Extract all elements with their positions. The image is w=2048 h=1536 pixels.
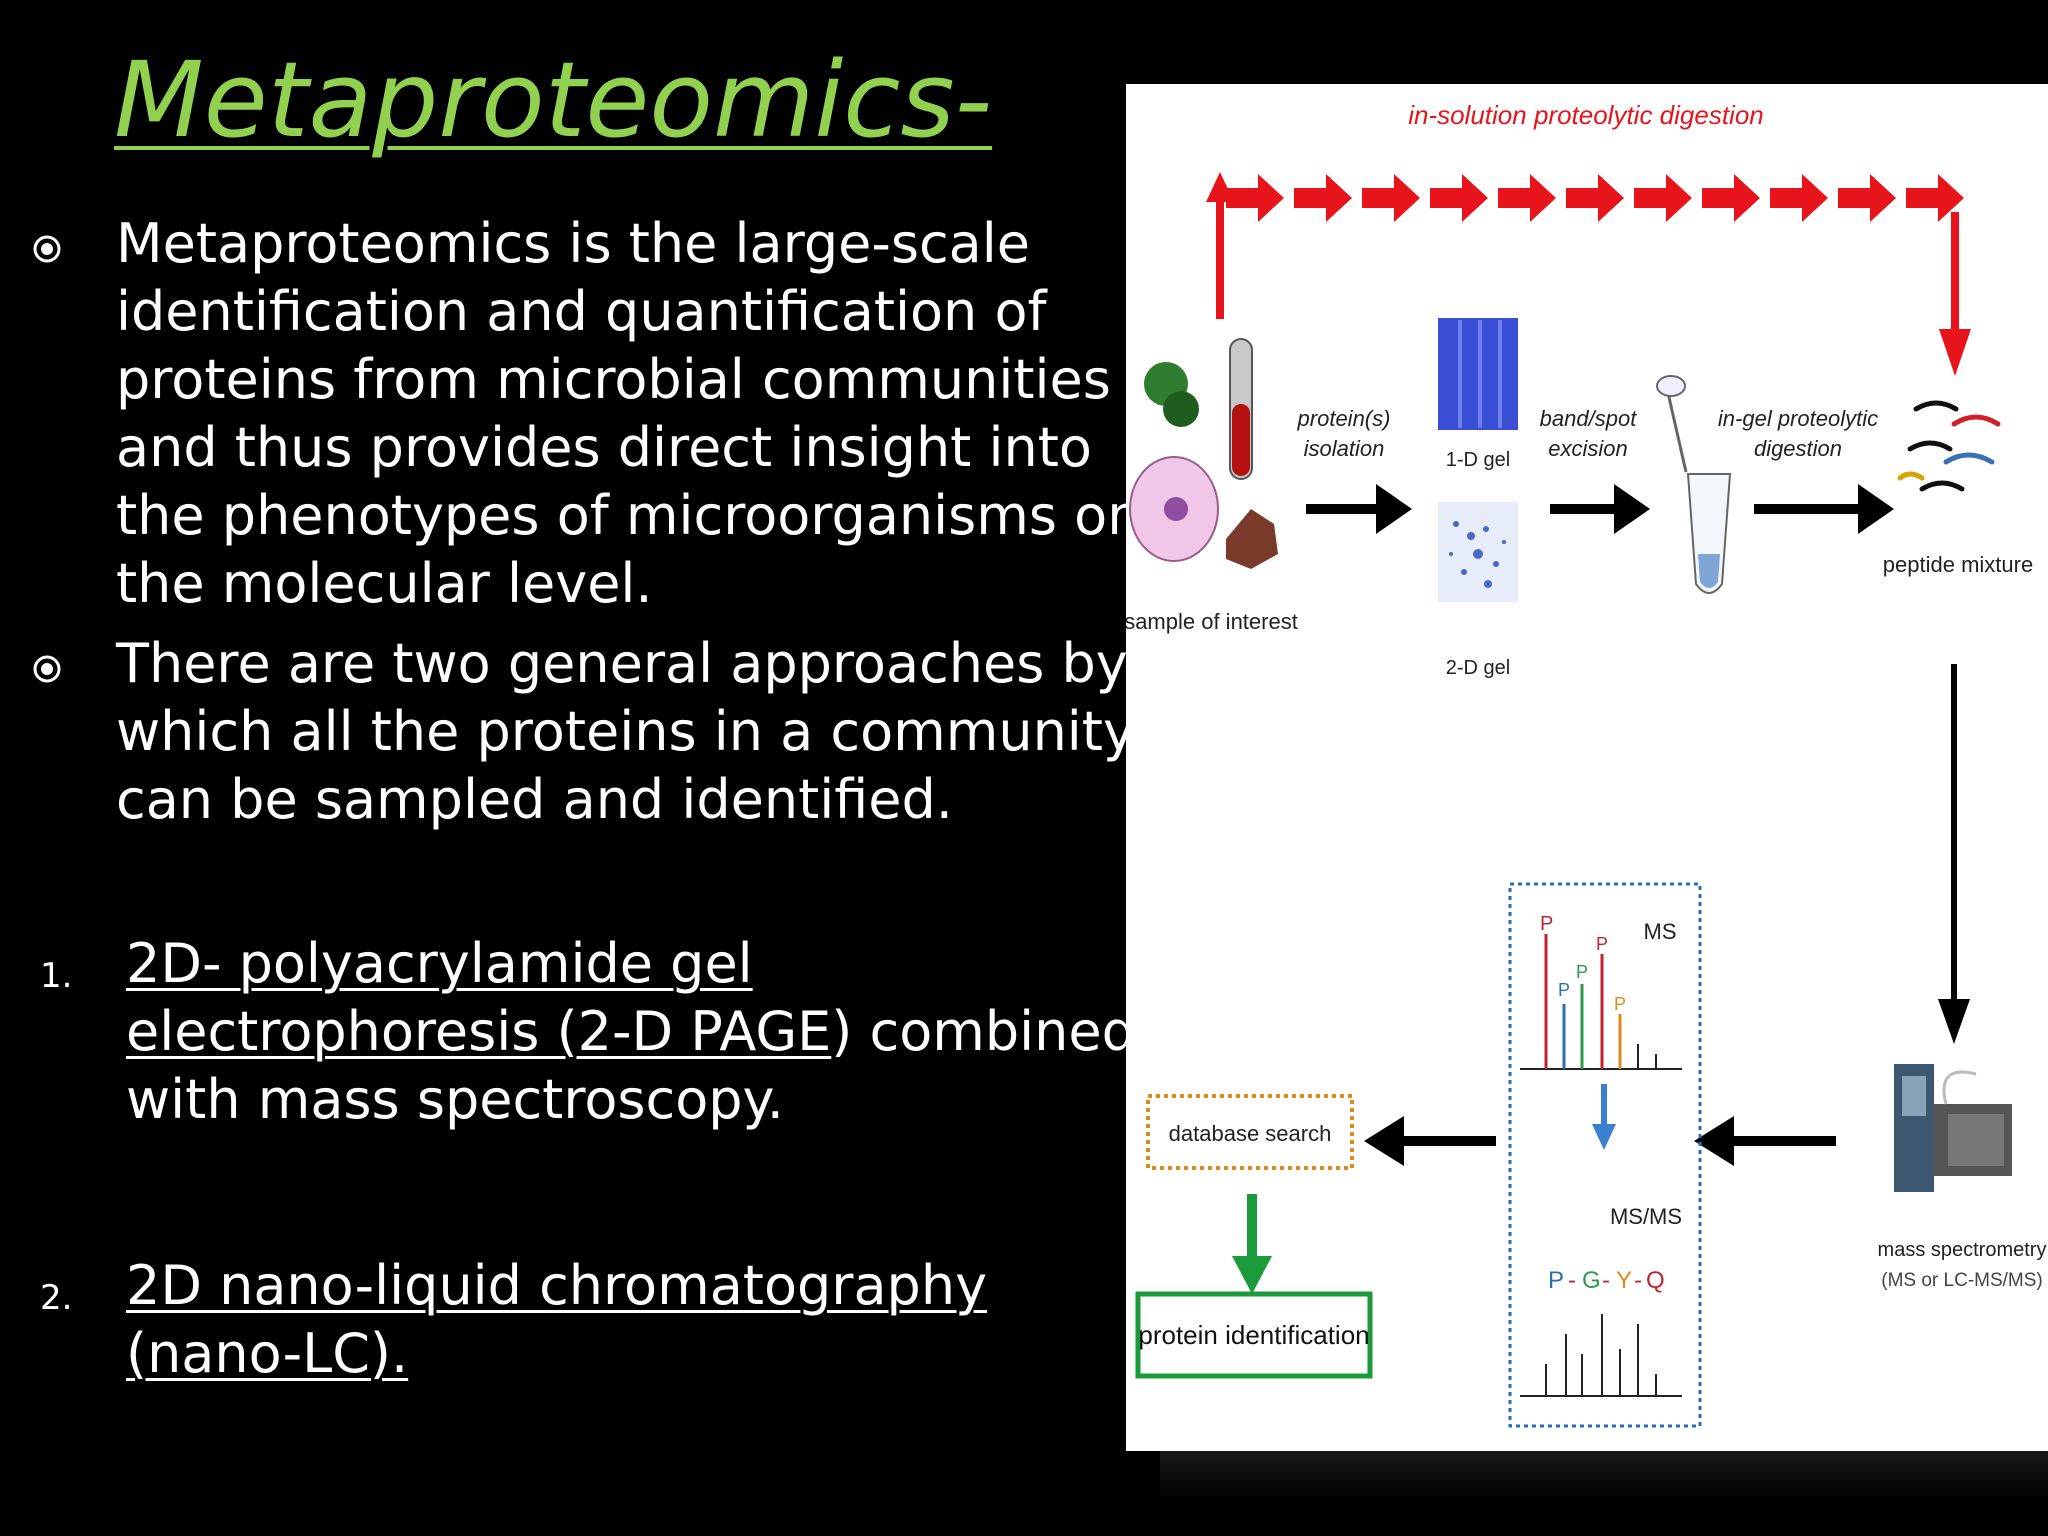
mass-spectrometer-icon: [1894, 1064, 2012, 1192]
target-bullet-icon: [33, 235, 61, 263]
excision-arrow: [1550, 484, 1650, 534]
slide-title: Metaproteomics-: [114, 39, 993, 161]
tube-icon: [1656, 375, 1732, 594]
database-search-label: database search: [1169, 1121, 1332, 1146]
tissue-icon: [1226, 509, 1278, 569]
spectrum-down-arrow: [1592, 1084, 1616, 1150]
red-arrow-chain: [1226, 174, 1964, 222]
digestion-label-line2: digestion: [1754, 436, 1842, 461]
svg-text:P: P: [1614, 994, 1626, 1014]
in-solution-digestion-label: in-solution proteolytic digestion: [1408, 100, 1764, 130]
isolation-label-line1: protein(s): [1297, 406, 1391, 431]
item-number: 1.: [40, 956, 73, 996]
svg-text:P: P: [1558, 980, 1570, 1000]
2d-gel-spots: [1449, 521, 1506, 588]
svg-text:-: -: [1568, 1267, 1576, 1294]
peptide-sequence: P - G - Y - Q: [1548, 1267, 1665, 1294]
svg-text:-: -: [1634, 1267, 1642, 1294]
2d-gel-label: 2-D gel: [1446, 657, 1510, 679]
approach-text: ) combined with mass spectroscopy.: [126, 1000, 1136, 1131]
down-arrow: [1938, 664, 1970, 1044]
sequence-residue: P: [1548, 1267, 1564, 1294]
approach-link[interactable]: 2D nano-liquid chromatography (nano-LC).: [126, 1254, 988, 1385]
digestion-arrow: [1754, 484, 1894, 534]
bullet-text: Metaproteomics is the large-scale identi…: [116, 212, 1142, 615]
protein-identification-label: protein identification: [1138, 1320, 1369, 1350]
spectra-box: [1508, 882, 1702, 1428]
green-down-arrow: [1232, 1194, 1272, 1294]
workflow-diagram: in-solution proteolytic digestion: [1126, 84, 2048, 1451]
1d-gel-label: 1-D gel: [1446, 449, 1510, 471]
digestion-label-line1: in-gel proteolytic: [1718, 406, 1878, 431]
bullet-text: There are two general approaches by whic…: [116, 632, 1135, 831]
red-arrow-path: [1206, 172, 1971, 376]
excision-label-line2: excision: [1548, 436, 1627, 461]
peptide-label: peptide mixture: [1883, 552, 2033, 577]
peptide-icon: [1897, 400, 2001, 492]
sample-icons: [1129, 338, 1278, 569]
approach-link[interactable]: 2D- polyacrylamide gel electrophoresis (…: [126, 932, 832, 1063]
protein-identification-box: [1135, 1291, 1373, 1379]
sample-label: sample of interest: [1126, 609, 1298, 634]
msms-spectrum: [1520, 1314, 1682, 1397]
left-arrow-ms: [1694, 1116, 1836, 1166]
ms-instrument-label-line1: mass spectrometry: [1878, 1239, 2047, 1261]
excision-label-line1: band/spot: [1540, 406, 1638, 431]
database-search-box: [1146, 1094, 1354, 1170]
target-bullet-icon: [33, 655, 61, 683]
msms-label: MS/MS: [1610, 1204, 1682, 1229]
item-number: 2.: [40, 1278, 73, 1318]
sequence-residue: Q: [1646, 1267, 1665, 1294]
sequence-residue: Y: [1616, 1267, 1632, 1294]
svg-text:P: P: [1540, 913, 1553, 935]
svg-text:P: P: [1596, 934, 1608, 954]
ms-instrument-label-line2: (MS or LC-MS/MS): [1881, 1270, 2043, 1291]
ms-label: MS: [1644, 919, 1677, 944]
svg-text:P: P: [1576, 962, 1588, 982]
isolation-label-line2: isolation: [1304, 436, 1385, 461]
isolation-arrow: [1306, 484, 1412, 534]
svg-text:-: -: [1602, 1267, 1610, 1294]
figure-shadow: [1160, 1451, 2048, 1501]
sequence-residue: G: [1582, 1267, 1601, 1294]
ms-spectrum: P P P P P: [1520, 913, 1682, 1070]
left-arrow-db: [1364, 1116, 1496, 1166]
